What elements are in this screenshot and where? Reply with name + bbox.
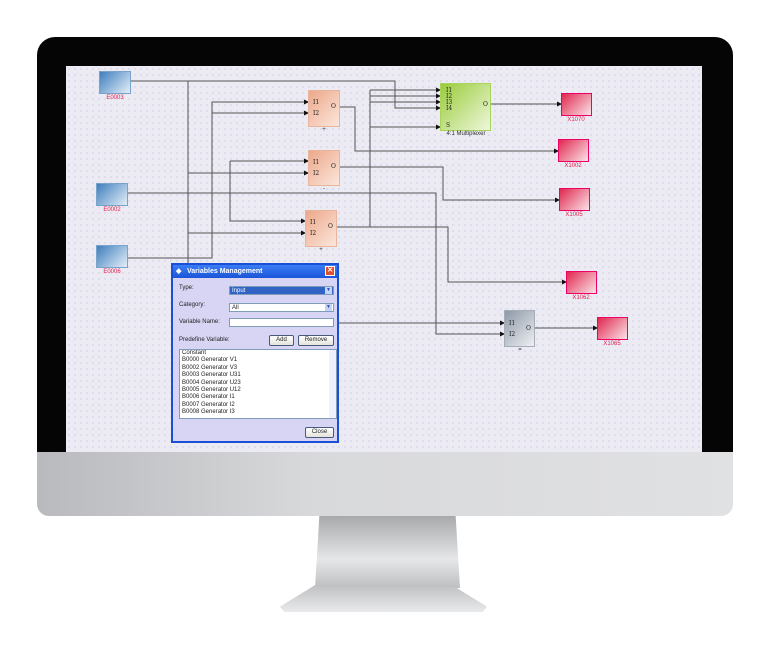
port-label: I1	[509, 320, 516, 327]
variable-name-input[interactable]	[229, 318, 334, 327]
port-label: I4	[446, 105, 453, 112]
sink-label: X1070	[567, 117, 585, 123]
sink-label: X1005	[565, 212, 583, 218]
port-label: I2	[446, 93, 453, 100]
close-icon[interactable]: ✕	[325, 266, 335, 276]
monitor-stand	[315, 516, 460, 588]
variable-name-label: Variable Name:	[179, 319, 220, 325]
source-block-e0006[interactable]	[96, 245, 128, 268]
port-label: I2	[313, 170, 320, 177]
app-icon: ◆	[176, 268, 182, 275]
list-item[interactable]: B0003 Generator U31	[182, 372, 241, 379]
close-button[interactable]: Close	[305, 427, 334, 438]
port-label: O	[526, 325, 531, 332]
port-label: I2	[310, 230, 317, 237]
port-label: I1	[313, 99, 320, 106]
list-scrollbar[interactable]	[329, 350, 336, 418]
subtractor-block[interactable]: I1 I2 O	[308, 150, 340, 186]
block-op: =	[518, 347, 522, 353]
port-label: S	[446, 122, 451, 129]
adder-block[interactable]: I1 I2 O	[308, 90, 340, 127]
source-label: E0006	[103, 269, 121, 275]
port-label: I1	[313, 159, 320, 166]
list-item[interactable]: B0002 Generator V3	[182, 364, 238, 371]
port-label: I3	[446, 99, 453, 106]
source-label: E0003	[106, 95, 124, 101]
wires	[128, 80, 598, 420]
block-op: +	[319, 247, 323, 253]
source-block-e0002[interactable]	[96, 183, 128, 206]
sink-block-x1005[interactable]	[559, 188, 590, 211]
type-value: Input	[232, 288, 246, 294]
list-item[interactable]: B0006 Generator I1	[182, 394, 235, 401]
port-label: I1	[446, 87, 453, 94]
port-label: I2	[313, 110, 320, 117]
sink-block-x1070[interactable]	[561, 93, 592, 116]
diagram-canvas[interactable]: E0003 E0002 E0006 I1 I2 O + I1 I2 O - I1…	[66, 66, 702, 452]
type-select[interactable]: Input ▼	[229, 286, 334, 295]
sink-label: X1065	[603, 341, 621, 347]
sink-block-x1065[interactable]	[597, 317, 628, 340]
block-op: -	[323, 186, 325, 192]
category-select[interactable]: All ▼	[229, 303, 334, 312]
sink-block-x1062[interactable]	[566, 271, 597, 294]
sink-label: X1062	[572, 295, 590, 301]
port-label: O	[331, 163, 336, 170]
list-item[interactable]: B0005 Generator U12	[182, 386, 241, 393]
variables-management-dialog: ◆ Variables Management ✕ Type: Input ▼ Ca…	[171, 263, 339, 443]
category-label: Category:	[179, 302, 206, 308]
chevron-down-icon: ▼	[325, 304, 332, 311]
sink-block-x1002[interactable]	[558, 139, 589, 162]
adder-block[interactable]: I1 I2 O	[305, 210, 337, 247]
monitor-base	[280, 585, 487, 612]
list-item[interactable]: B0008 Generator I3	[182, 409, 235, 416]
monitor-chin	[37, 452, 733, 516]
list-item[interactable]: B0004 Generator U23	[182, 379, 241, 386]
type-label: Type:	[179, 285, 194, 291]
port-label: O	[328, 223, 333, 230]
dialog-titlebar[interactable]: ◆ Variables Management ✕	[173, 265, 337, 278]
source-block-e0003[interactable]	[99, 71, 131, 94]
category-value: All	[232, 305, 239, 311]
predefine-variable-label: Predefine Variable:	[179, 337, 230, 343]
list-item[interactable]: B0007 Generator I2	[182, 401, 235, 408]
port-label: O	[331, 103, 336, 110]
port-label: I1	[310, 219, 317, 226]
block-op: +	[322, 127, 326, 133]
list-item[interactable]: B0000 Generator V1	[182, 357, 238, 364]
comparator-block[interactable]: I1 I2 O	[504, 310, 535, 347]
list-item[interactable]: Constant	[182, 350, 207, 356]
source-label: E0002	[103, 207, 121, 213]
dialog-title: Variables Management	[187, 268, 263, 275]
multiplexer-label: 4:1 Multiplexer	[446, 131, 486, 137]
sink-label: X1002	[564, 163, 582, 169]
remove-button[interactable]: Remove	[298, 335, 334, 346]
port-label: O	[483, 101, 488, 108]
port-label: I2	[509, 331, 516, 338]
add-button[interactable]: Add	[269, 335, 294, 346]
multiplexer-block[interactable]: I1 I2 I3 I4 S O	[440, 83, 491, 131]
chevron-down-icon: ▼	[325, 287, 332, 294]
